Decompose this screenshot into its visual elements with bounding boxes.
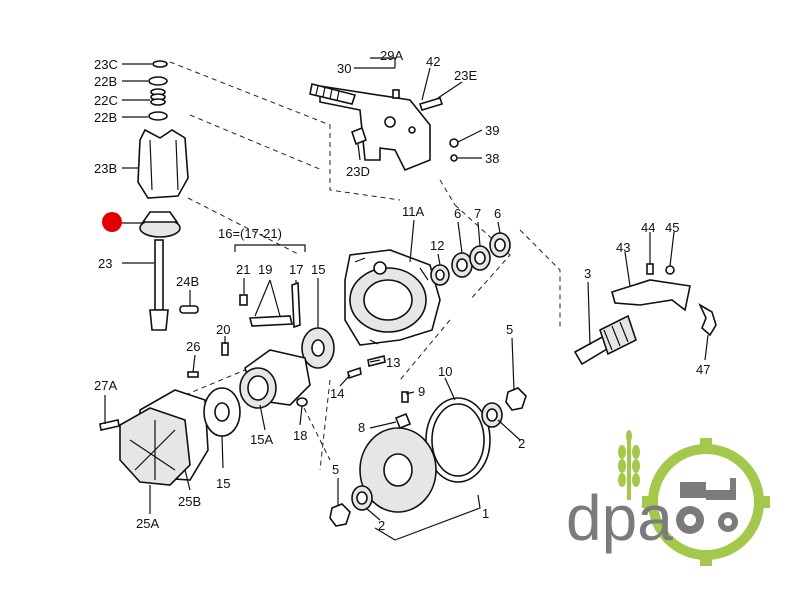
label-23: 23 xyxy=(98,256,112,271)
label-19: 19 xyxy=(258,262,272,277)
label-22B-bottom: 22B xyxy=(94,110,117,125)
label-39: 39 xyxy=(485,123,499,138)
dashed-guide-lines xyxy=(169,61,561,471)
logo-text: dpa xyxy=(566,482,673,554)
label-14: 14 xyxy=(330,386,344,401)
label-8: 8 xyxy=(358,420,365,435)
label-23C: 23C xyxy=(94,57,118,72)
label-26: 26 xyxy=(186,339,200,354)
seal-row xyxy=(430,232,511,286)
label-15-bottom: 15 xyxy=(216,476,230,491)
wheat-icon xyxy=(618,430,640,500)
label-30: 30 xyxy=(337,61,351,76)
tractor-icon xyxy=(676,478,738,534)
label-1: 1 xyxy=(482,506,489,521)
label-15-top: 15 xyxy=(311,262,325,277)
dpa-logo: dpa xyxy=(566,430,770,566)
label-44: 44 xyxy=(641,220,655,235)
label-38: 38 xyxy=(485,151,499,166)
label-42: 42 xyxy=(426,54,440,69)
label-22B-top: 22B xyxy=(94,74,117,89)
part-labels: 23C 22B 22C 22B 23B 23 24B 29A 30 42 23E… xyxy=(94,48,710,533)
label-13: 13 xyxy=(386,355,400,370)
label-47: 47 xyxy=(696,362,710,377)
upper-left-valve-stack xyxy=(137,60,199,331)
label-6-b: 6 xyxy=(494,206,501,221)
leader-lines xyxy=(104,57,709,541)
label-22C: 22C xyxy=(94,93,118,108)
highlight-marker xyxy=(102,212,122,232)
label-23D: 23D xyxy=(346,164,370,179)
label-3: 3 xyxy=(584,266,591,281)
label-9: 9 xyxy=(418,384,425,399)
label-5-top: 5 xyxy=(506,322,513,337)
label-10: 10 xyxy=(438,364,452,379)
label-23E: 23E xyxy=(454,68,477,83)
label-23B: 23B xyxy=(94,161,117,176)
label-25A: 25A xyxy=(136,516,159,531)
lower-center-assembly xyxy=(329,387,527,527)
label-16-group: 16=(17-21) xyxy=(218,226,282,241)
label-25B: 25B xyxy=(178,494,201,509)
label-12: 12 xyxy=(430,238,444,253)
label-27A: 27A xyxy=(94,378,117,393)
label-45: 45 xyxy=(665,220,679,235)
label-24B: 24B xyxy=(176,274,199,289)
label-21: 21 xyxy=(236,262,250,277)
label-2-a: 2 xyxy=(518,436,525,451)
right-shaft-assembly xyxy=(573,263,717,366)
left-covers xyxy=(99,371,241,486)
label-29A: 29A xyxy=(380,48,403,63)
label-2-b: 2 xyxy=(378,518,385,533)
label-15A: 15A xyxy=(250,432,273,447)
label-18: 18 xyxy=(293,428,307,443)
label-11A: 11A xyxy=(402,204,424,219)
center-housing xyxy=(344,249,441,346)
linkage-bracket xyxy=(309,83,459,172)
label-6-a: 6 xyxy=(454,206,461,221)
pump-assembly xyxy=(221,281,386,409)
label-7: 7 xyxy=(474,206,481,221)
label-20: 20 xyxy=(216,322,230,337)
label-5-bottom: 5 xyxy=(332,462,339,477)
label-17: 17 xyxy=(289,262,303,277)
label-43: 43 xyxy=(616,240,630,255)
